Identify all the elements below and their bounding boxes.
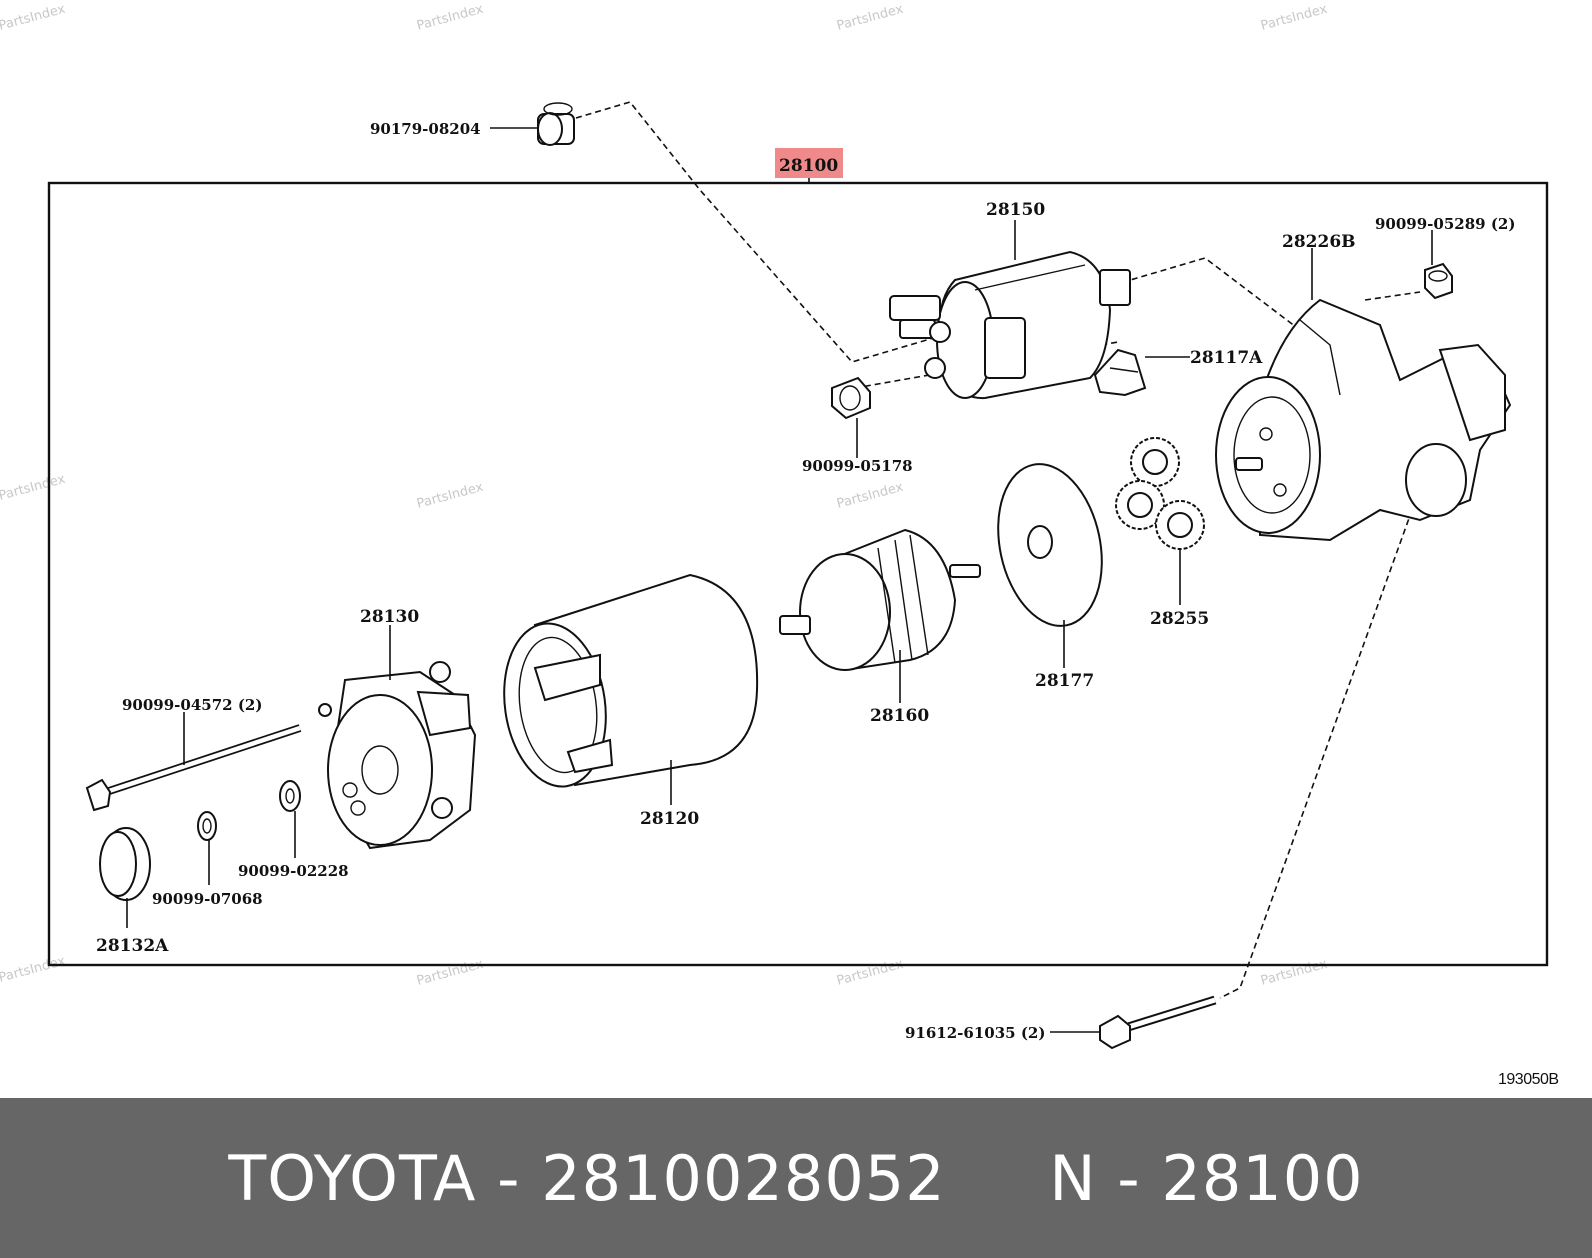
lock-washer-icon[interactable]	[197, 811, 217, 841]
armature-icon[interactable]	[779, 528, 981, 672]
part-label-90179-08204[interactable]: 90179-08204	[370, 120, 481, 138]
parts-diagram: PartsIndex PartsIndex PartsIndex PartsIn…	[0, 2, 1559, 1088]
watermark: PartsIndex	[1259, 2, 1329, 34]
solenoid-switch-icon[interactable]	[889, 250, 1131, 400]
part-label-90099-07068[interactable]: 90099-07068	[152, 890, 263, 908]
part-label-28130[interactable]: 28130	[360, 607, 419, 627]
assembly-number[interactable]: 28100	[779, 156, 838, 176]
mounting-bolt-icon[interactable]	[1099, 995, 1217, 1050]
part-label-28150[interactable]: 28150	[986, 200, 1045, 220]
watermark: PartsIndex	[415, 957, 485, 989]
footer-part-number: TOYOTA - 2810028052 N - 28100	[228, 1141, 1364, 1215]
part-label-28117a[interactable]: 28117A	[1190, 348, 1263, 368]
planetary-gear-icon[interactable]	[1115, 437, 1205, 550]
drawing-id: 193050B	[1498, 1071, 1559, 1088]
watermark: PartsIndex	[0, 954, 67, 986]
nut-icon[interactable]	[1424, 262, 1453, 300]
starter-housing-icon[interactable]	[1215, 298, 1512, 542]
part-label-28120[interactable]: 28120	[640, 809, 699, 829]
watermark: PartsIndex	[415, 480, 485, 512]
part-label-28132a[interactable]: 28132A	[96, 936, 169, 956]
yoke-field-frame-icon[interactable]	[494, 573, 759, 793]
part-label-90099-04572[interactable]: 90099-04572 (2)	[122, 696, 262, 714]
through-bolt-icon[interactable]	[85, 724, 302, 812]
watermark: PartsIndex	[1259, 957, 1329, 989]
assembly-frame	[47, 181, 1549, 967]
watermark: PartsIndex	[0, 2, 67, 34]
part-label-28255[interactable]: 28255	[1150, 609, 1209, 629]
commutator-end-frame-icon[interactable]	[318, 661, 477, 850]
part-label-90099-05289[interactable]: 90099-05289 (2)	[1375, 215, 1515, 233]
footer-banner: TOYOTA - 2810028052 N - 28100	[0, 1098, 1592, 1258]
watermark: PartsIndex	[835, 480, 905, 512]
watermark: PartsIndex	[415, 2, 485, 34]
gear-plate-icon[interactable]	[984, 454, 1116, 635]
part-label-91612-61035[interactable]: 91612-61035 (2)	[905, 1024, 1045, 1042]
part-label-28177[interactable]: 28177	[1035, 671, 1094, 691]
assembly-highlight[interactable]	[775, 148, 843, 178]
watermark: PartsIndex	[0, 472, 67, 504]
watermark: PartsIndex	[835, 957, 905, 989]
end-cover-cap-icon[interactable]	[99, 827, 151, 901]
bushing-icon[interactable]	[537, 102, 575, 146]
part-label-28226b[interactable]: 28226B	[1282, 232, 1356, 252]
washer-icon[interactable]	[279, 780, 301, 812]
part-label-90099-05178[interactable]: 90099-05178	[802, 457, 913, 475]
nut-icon[interactable]	[831, 376, 871, 420]
part-label-90099-02228[interactable]: 90099-02228	[238, 862, 349, 880]
part-label-28160[interactable]: 28160	[870, 706, 929, 726]
plunger-clip-icon[interactable]	[1093, 348, 1147, 397]
watermark: PartsIndex	[835, 2, 905, 34]
